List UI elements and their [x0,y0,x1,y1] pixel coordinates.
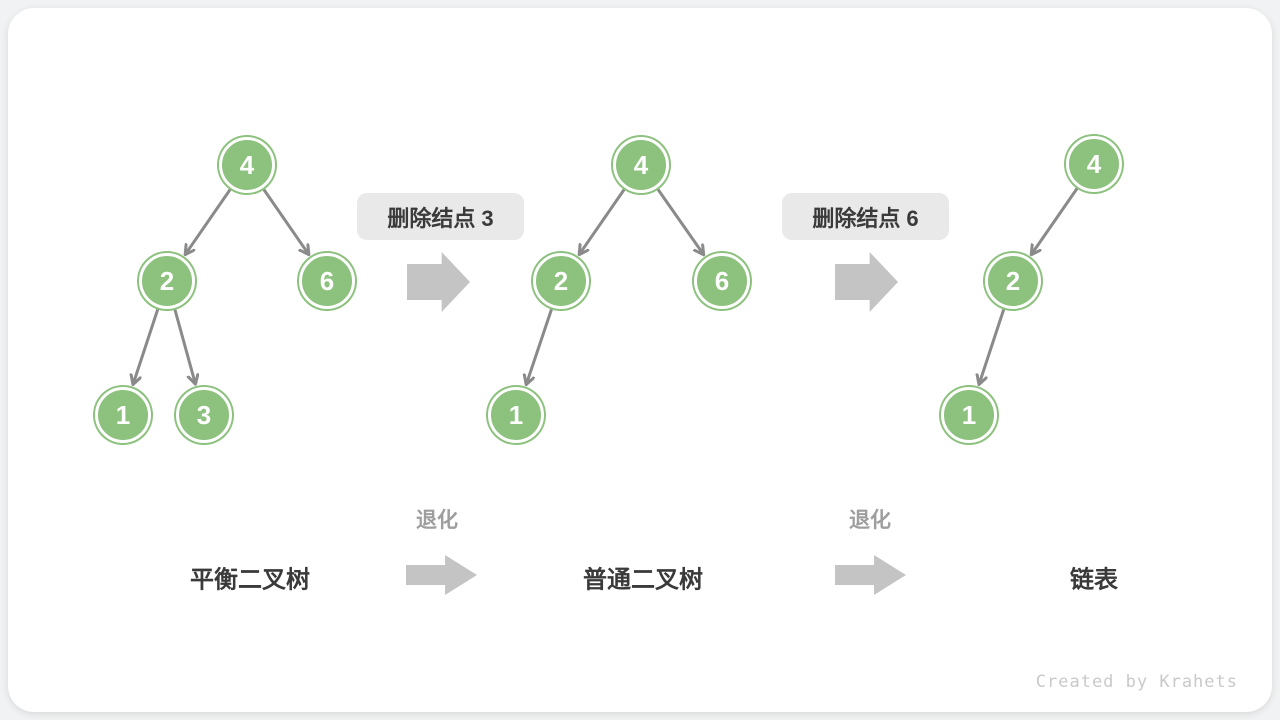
node-value: 3 [196,400,212,430]
node-value: 2 [159,266,175,296]
tree2-node-6: 6 [694,253,750,309]
node-value: 2 [553,266,569,296]
tree3-edge-4-2 [1032,186,1080,254]
credit-text: Created by Krahets [1035,672,1238,692]
node-value: 4 [1086,149,1102,179]
step-label-delete-node-3: 删除结点 3 [357,193,524,240]
tree1-edge-2-1 [133,307,160,384]
node-value: 6 [714,266,730,296]
tree1-edge-4-6 [261,187,308,254]
node-value: 1 [961,400,977,430]
caption-balanced-binary-tree: 平衡二叉树 [190,566,310,594]
node-value: 6 [319,266,335,296]
degrade-label-1: 退化 [416,509,458,532]
tree3-node-1: 1 [941,387,997,443]
node-value: 1 [115,400,131,430]
node-value: 2 [1005,266,1021,296]
tree2-edge-2-1 [527,307,554,384]
tree1-node-3: 3 [176,387,232,443]
tree1-edge-4-2 [186,187,233,254]
tree1-edge-2-3 [173,307,196,383]
tree1-node-6: 6 [299,253,355,309]
tree1-node-2: 2 [139,253,195,309]
caption-linked-list: 链表 [1070,566,1118,594]
tree1-node-1: 1 [95,387,151,443]
tree2-edge-4-6 [655,187,703,254]
caption-ordinary-binary-tree: 普通二叉树 [583,566,703,594]
tree3-edge-2-1 [979,307,1006,384]
tree2-node-1: 1 [488,387,544,443]
tree2-node-2: 2 [533,253,589,309]
node-value: 4 [633,150,649,180]
tree2-edge-4-2 [580,187,627,254]
degrade-label-2: 退化 [849,509,891,532]
tree2-node-4: 4 [613,137,669,193]
figure-card [8,8,1272,712]
step-label-delete-node-6: 删除结点 6 [782,193,949,240]
tree1-node-4: 4 [219,137,275,193]
tree3-node-4: 4 [1066,136,1122,192]
tree3-node-2: 2 [985,253,1041,309]
node-value: 1 [508,400,524,430]
node-value: 4 [239,150,255,180]
